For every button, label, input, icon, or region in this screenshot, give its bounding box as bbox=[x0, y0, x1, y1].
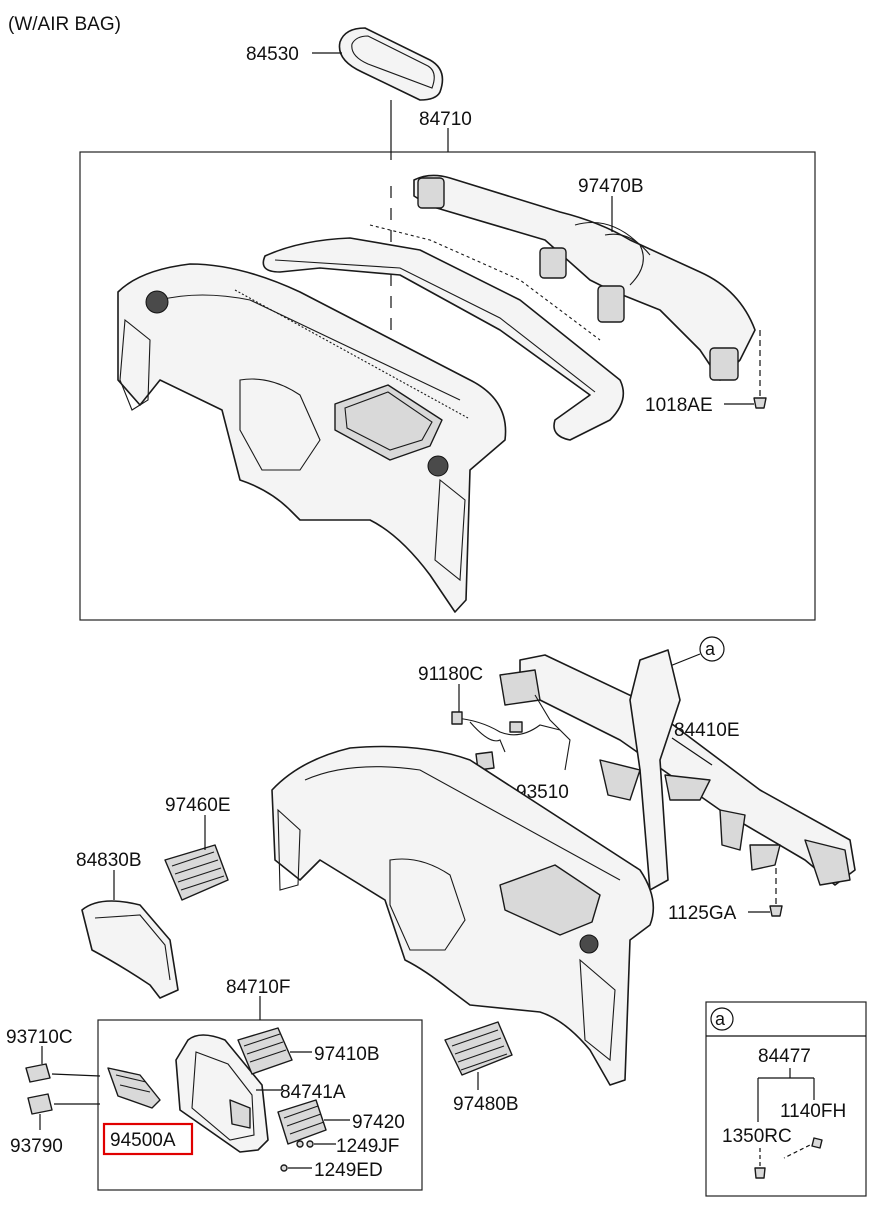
part-1350RC-clip bbox=[754, 1148, 766, 1179]
label-84477: 84477 bbox=[758, 1046, 811, 1067]
label-1018AE: 1018AE bbox=[645, 395, 713, 416]
part-97480B-vent bbox=[444, 1021, 513, 1076]
label-97410B: 97410B bbox=[314, 1044, 380, 1065]
leader-84477 bbox=[757, 1068, 815, 1122]
label-93790: 93790 bbox=[10, 1136, 63, 1157]
part-97420-vent bbox=[277, 1099, 327, 1145]
part-crash-pad-lower bbox=[271, 745, 655, 1086]
detail-box-ref: a bbox=[715, 1009, 726, 1029]
part-93790-switch bbox=[27, 1093, 53, 1115]
part-1125GA-screw bbox=[769, 868, 783, 917]
diagram-title: (W/AIR BAG) bbox=[8, 14, 121, 35]
label-84830B: 84830B bbox=[76, 850, 142, 871]
detail-box-a bbox=[705, 1001, 867, 1197]
part-97470B-duct bbox=[413, 174, 756, 381]
part-97460E-vent bbox=[164, 844, 229, 901]
part-84710-crash-pad bbox=[117, 263, 507, 613]
label-1140FH: 1140FH bbox=[780, 1101, 846, 1122]
leader-93710C-b bbox=[51, 1073, 101, 1077]
label-84710F: 84710F bbox=[226, 977, 290, 998]
highlight-box-94500A bbox=[102, 1122, 194, 1156]
label-97460E: 97460E bbox=[165, 795, 231, 816]
leader-84410E bbox=[671, 737, 713, 766]
part-84741A-fascia bbox=[175, 1034, 269, 1153]
label-1249ED: 1249ED bbox=[314, 1160, 383, 1181]
label-1350RC: 1350RC bbox=[722, 1126, 792, 1147]
label-84741A: 84741A bbox=[280, 1082, 346, 1103]
part-switch-bracket bbox=[107, 1067, 161, 1109]
part-1018AE-screw bbox=[753, 330, 767, 409]
callout-circle-a bbox=[699, 636, 725, 662]
label-93710C: 93710C bbox=[6, 1027, 73, 1048]
detail-box-circle-a bbox=[710, 1007, 734, 1031]
label-97480B: 97480B bbox=[453, 1094, 519, 1115]
label-97420: 97420 bbox=[352, 1112, 405, 1133]
label-1249JF: 1249JF bbox=[336, 1136, 399, 1157]
label-1125GA: 1125GA bbox=[668, 903, 737, 924]
part-84530-cover bbox=[338, 27, 444, 101]
label-84710: 84710 bbox=[419, 109, 472, 130]
part-defroster-rail bbox=[262, 224, 625, 441]
part-91180C-wiring bbox=[451, 711, 561, 753]
part-93710C-switch bbox=[25, 1063, 51, 1083]
label-97470B: 97470B bbox=[578, 176, 644, 197]
label-84410E: 84410E bbox=[674, 720, 740, 741]
part-1249JF-screw bbox=[296, 1140, 314, 1148]
label-94500A[interactable]: 94500A bbox=[110, 1130, 176, 1151]
part-1249ED-screw bbox=[280, 1164, 288, 1172]
part-84830B-panel bbox=[81, 900, 179, 999]
label-91180C: 91180C bbox=[418, 664, 483, 685]
part-1140FH-screw bbox=[783, 1137, 823, 1159]
callout-ref-a: a bbox=[705, 639, 716, 659]
label-84530: 84530 bbox=[246, 44, 299, 65]
part-97410B-vent bbox=[237, 1027, 293, 1075]
part-84410E-crossbar bbox=[499, 649, 856, 891]
